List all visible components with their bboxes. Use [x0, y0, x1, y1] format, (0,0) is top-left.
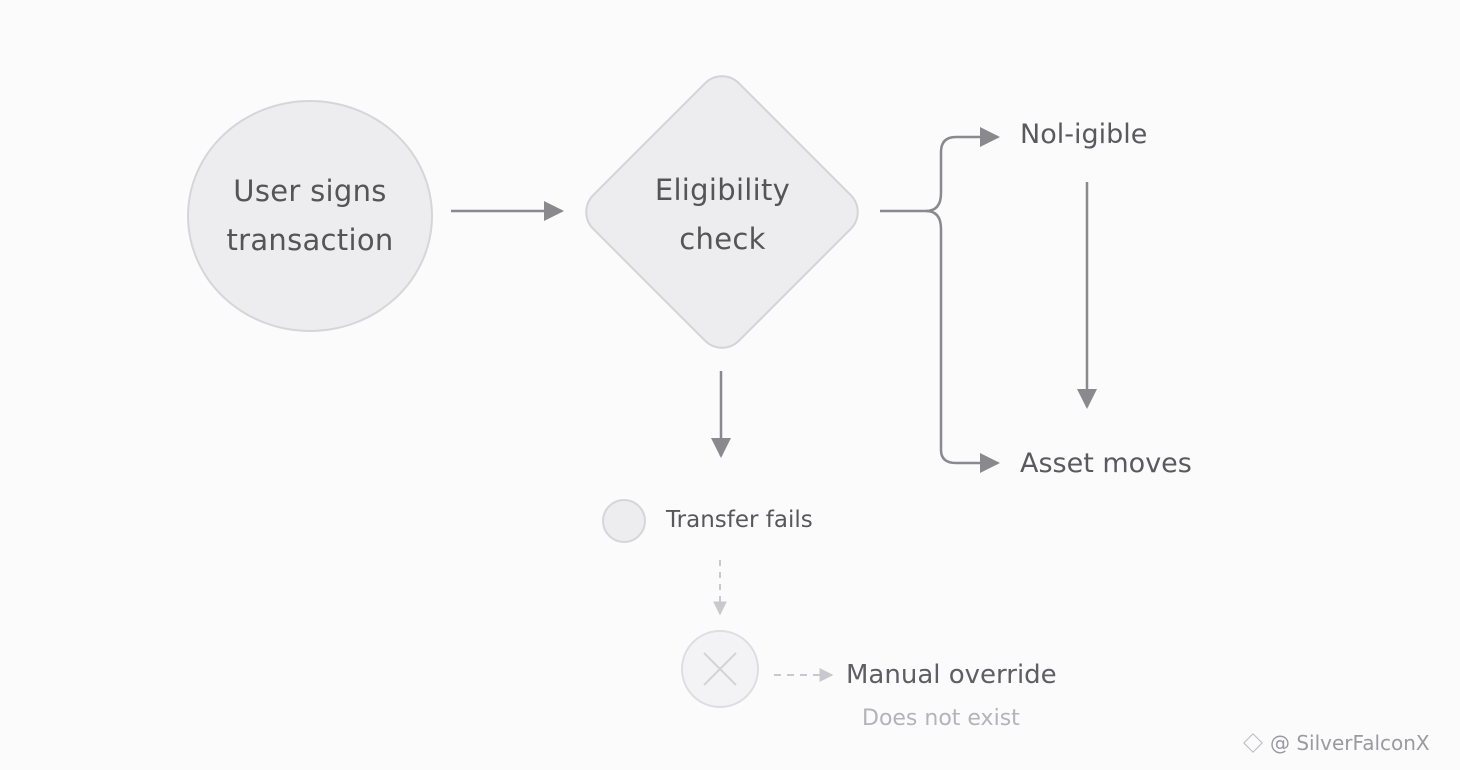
- watermark: @ SilverFalconX: [1243, 731, 1430, 755]
- arrow-to-asset-moves: [925, 209, 1000, 473]
- x-circle-icon: [681, 630, 759, 708]
- start-node-line1: User signs: [233, 174, 387, 208]
- decision-node-line2: check: [679, 222, 766, 256]
- start-node-label: User signs transaction: [226, 167, 393, 265]
- arrow-to-noneligible: [925, 127, 1000, 213]
- noneligible-label: Nol-igible: [1020, 119, 1148, 150]
- transfer-fails-label: Transfer fails: [666, 507, 813, 533]
- decision-node-line1: Eligibility: [654, 173, 791, 207]
- asset-moves-label: Asset moves: [1020, 448, 1192, 479]
- start-node-line2: transaction: [226, 223, 394, 257]
- brand-mark-icon: [1243, 732, 1263, 753]
- decision-node-label: Eligibility check: [620, 166, 825, 264]
- start-node: User signs transaction: [187, 100, 433, 332]
- manual-override-note: Does not exist: [862, 706, 1020, 731]
- decision-diamond: [585, 75, 859, 349]
- small-circle-icon: [602, 499, 646, 543]
- manual-override-label: Manual override: [846, 660, 1057, 690]
- watermark-text: @ SilverFalconX: [1270, 731, 1430, 755]
